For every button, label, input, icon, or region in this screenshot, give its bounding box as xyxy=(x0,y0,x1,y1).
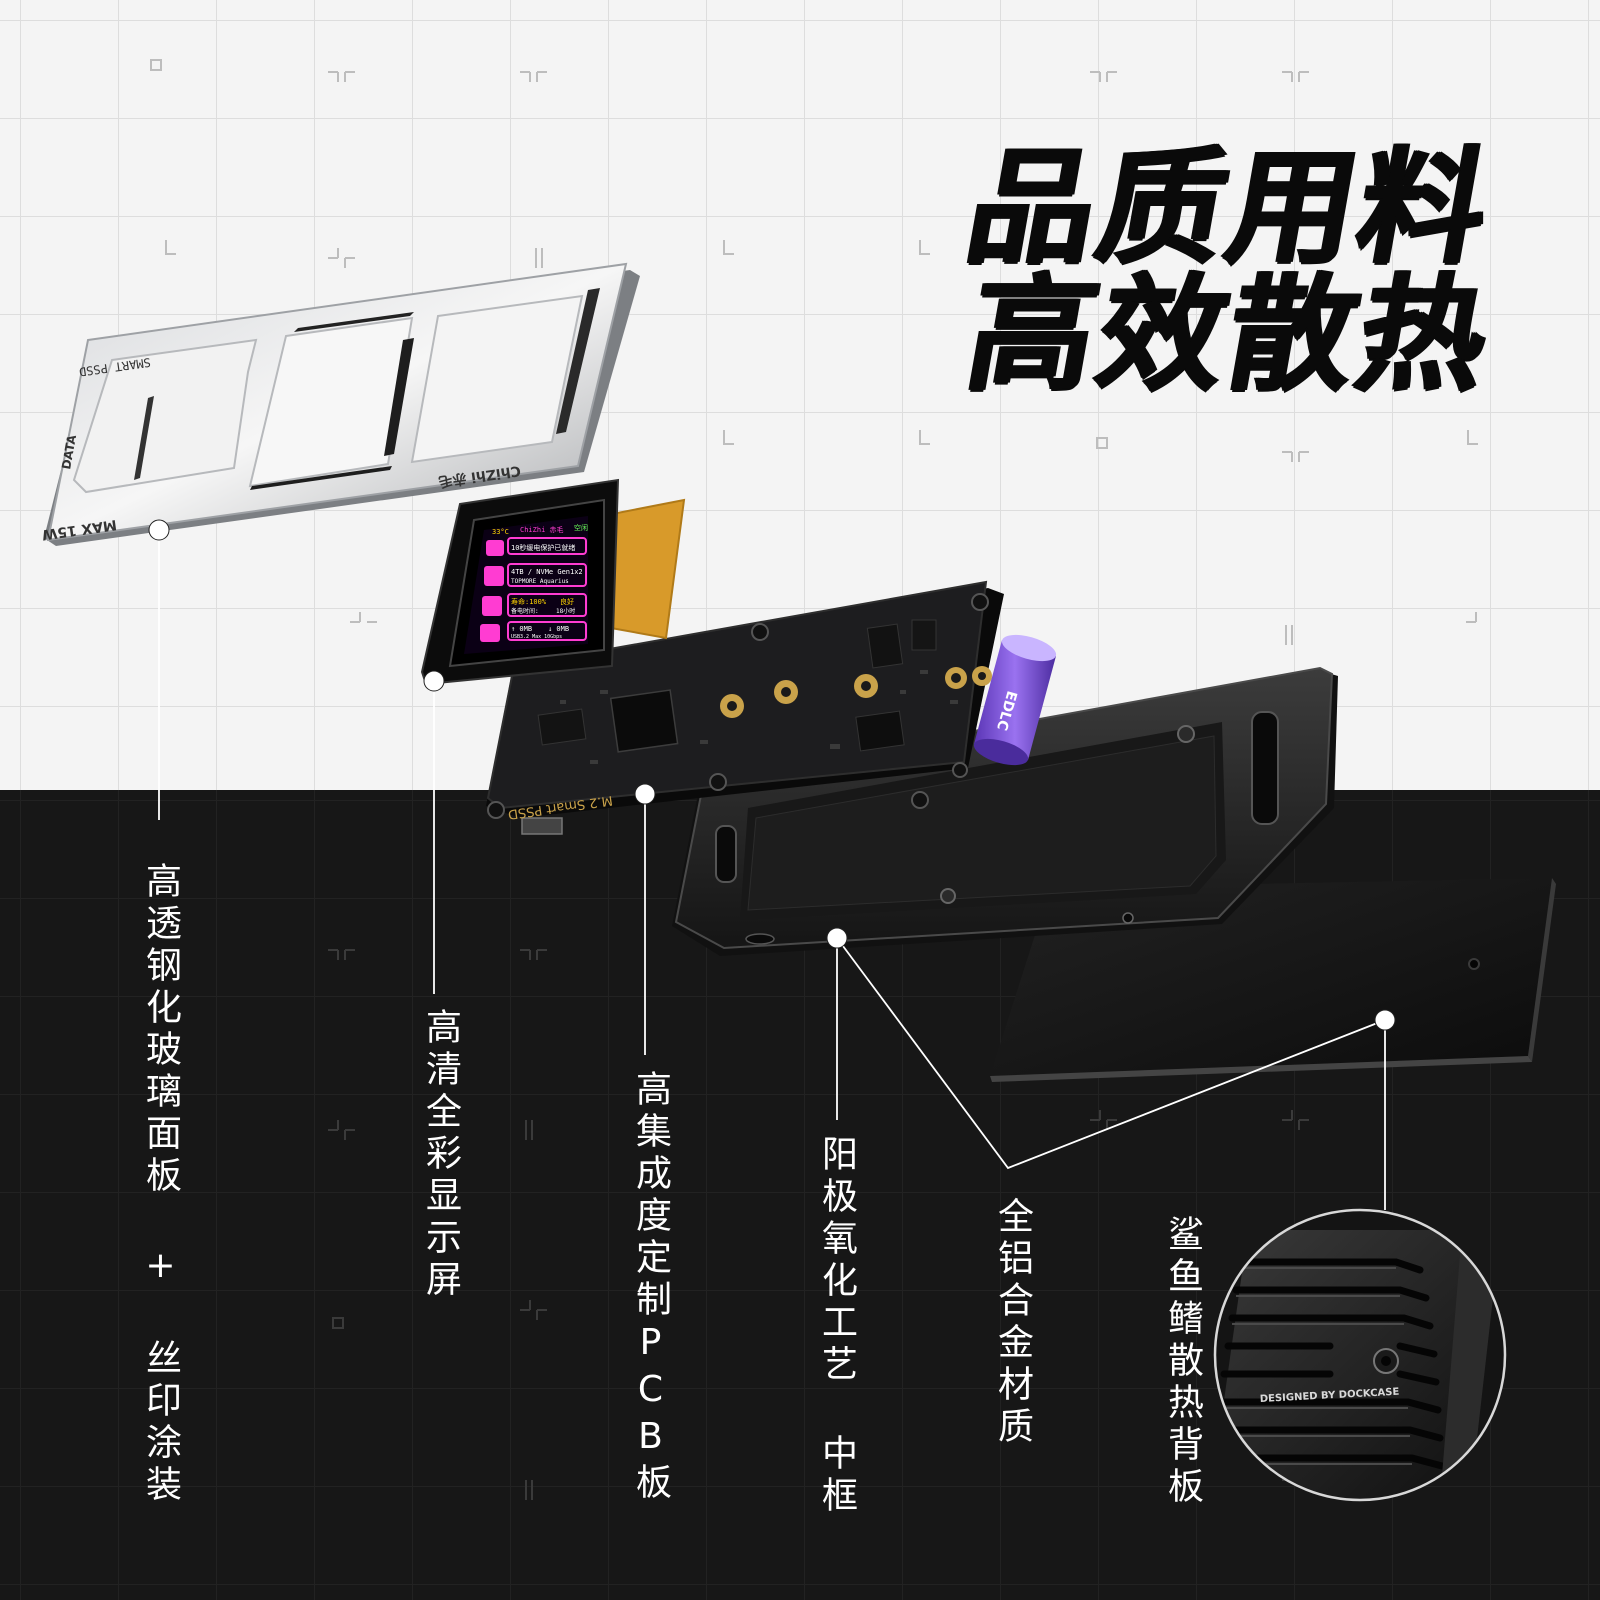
top-grid-background xyxy=(0,0,1600,790)
screen-backup-label: 备电时间: xyxy=(511,607,539,615)
screen-interface: USB3.2 Max 10Gbps xyxy=(511,634,562,640)
callout-dot-pcb xyxy=(634,783,656,805)
display-module xyxy=(420,478,620,686)
glass-panel xyxy=(44,262,640,546)
callout-leader-lines xyxy=(158,530,1386,1210)
callout-label-alloy: 全铝合金材质 xyxy=(992,1197,1033,1449)
grid-corner-marks-dark xyxy=(328,949,1309,1500)
callout-dots xyxy=(148,519,1396,1031)
screen-down-speed: ↓ 0MB xyxy=(548,625,569,633)
callout-label-fin-backplate: 鲨鱼鳍散热背板 xyxy=(1162,1215,1203,1509)
screen-status: 空闲 xyxy=(574,523,588,532)
aluminium-mid-frame xyxy=(672,666,1338,956)
fin-zoom-inset xyxy=(1213,1208,1507,1502)
grid-corner-marks xyxy=(150,59,1478,645)
supercapacitor xyxy=(973,634,1057,766)
callout-dot-frame xyxy=(826,927,848,949)
panel-data-mark: DATA xyxy=(59,433,79,470)
callout-label-pcb: 高集成度定制PCB板 xyxy=(630,1070,671,1505)
callout-label-display: 高清全彩显示屏 xyxy=(420,1008,461,1302)
callout-dot-display xyxy=(423,670,445,692)
screen-brand: ChiZhi 赤毛 xyxy=(520,525,564,534)
callout-label-mid-frame: 阳极氧化工艺 中框 xyxy=(816,1135,857,1518)
pcb-board xyxy=(486,580,1004,835)
screen-capacity: 4TB / NVMe Gen1x2 xyxy=(511,568,583,576)
screen-backup-value: 18小时 xyxy=(556,607,575,615)
m2-mount-holes xyxy=(720,666,992,718)
screen-health-status: 良好 xyxy=(560,597,574,606)
screen-ssd-model: TOPMORE Aquarius xyxy=(511,578,569,585)
screen-up-speed: ↑ 0MB xyxy=(511,625,532,633)
callout-label-glass-panel: 高透钢化玻璃面板 + 丝印涂装 xyxy=(140,862,181,1507)
screen-notice: 10秒缓电保护已就绪 xyxy=(511,543,575,552)
callout-dot-glass xyxy=(148,519,170,541)
callout-dot-fin xyxy=(1374,1009,1396,1031)
screen-health-label: 寿命:100% xyxy=(511,597,547,606)
screen-temp: 33°C xyxy=(492,528,509,536)
display-screen-content: 33°C ChiZhi 赤毛 空闲 10秒缓电保护已就绪 4TB / NVMe … xyxy=(492,523,588,640)
